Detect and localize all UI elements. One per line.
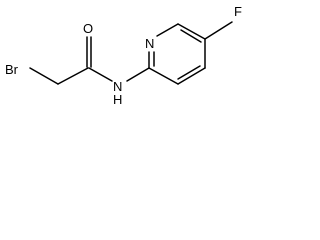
bond-ch2-carbonyl xyxy=(57,67,89,85)
bond-n1-c6 xyxy=(156,23,179,37)
atom-oxygen: O xyxy=(83,21,93,36)
bond-c4-c3 xyxy=(177,67,206,85)
bond-c3-c2 xyxy=(148,67,179,85)
bond-c4-c3-inner xyxy=(177,65,201,80)
atom-bromine: Br xyxy=(5,62,19,77)
bond-amide-n-ring-c2 xyxy=(126,67,150,82)
atom-amide-nitrogen: N xyxy=(113,79,122,94)
bond-c6-c5 xyxy=(177,23,206,40)
chemical-structure: Br O N H N F xyxy=(5,4,242,107)
bond-carbonyl-amide-n xyxy=(88,67,113,82)
bond-c6-c5-inner xyxy=(180,29,202,43)
atom-amide-hydrogen: H xyxy=(113,92,122,107)
bond-br-ch2 xyxy=(29,67,59,85)
atom-fluorine: F xyxy=(234,4,242,19)
atom-ring-nitrogen: N xyxy=(145,36,154,51)
bond-c5-fluorine xyxy=(204,21,233,40)
